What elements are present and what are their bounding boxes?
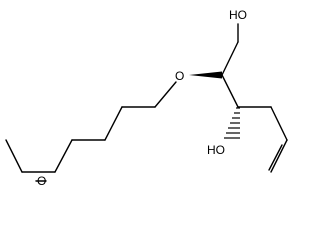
- molecule-structure: HO O HO O: [5, 8, 288, 188]
- methoxy-oxygen-label: O: [37, 174, 46, 188]
- wedge-bond-c2-o: [189, 71, 222, 79]
- bond-cb-cc: [104, 106, 123, 141]
- bond-c2-c3: [221, 74, 239, 108]
- bond-ch2-c2: [221, 41, 239, 76]
- bond-c5-c6-double-outer: [270, 139, 288, 173]
- bond-c5-c6-double-inner: [268, 144, 283, 171]
- ether-oxygen-label: O: [175, 69, 184, 83]
- hydroxyl-label-bottom: HO: [207, 143, 225, 157]
- bond-o-ca: [154, 81, 177, 108]
- bond-c4-c5: [270, 106, 288, 141]
- bond-ch2-ch3: [5, 139, 23, 173]
- hash-bond-c3-oh: [224, 107, 240, 139]
- hydroxyl-label-top: HO: [229, 8, 247, 22]
- bond-cd-ce: [54, 139, 73, 173]
